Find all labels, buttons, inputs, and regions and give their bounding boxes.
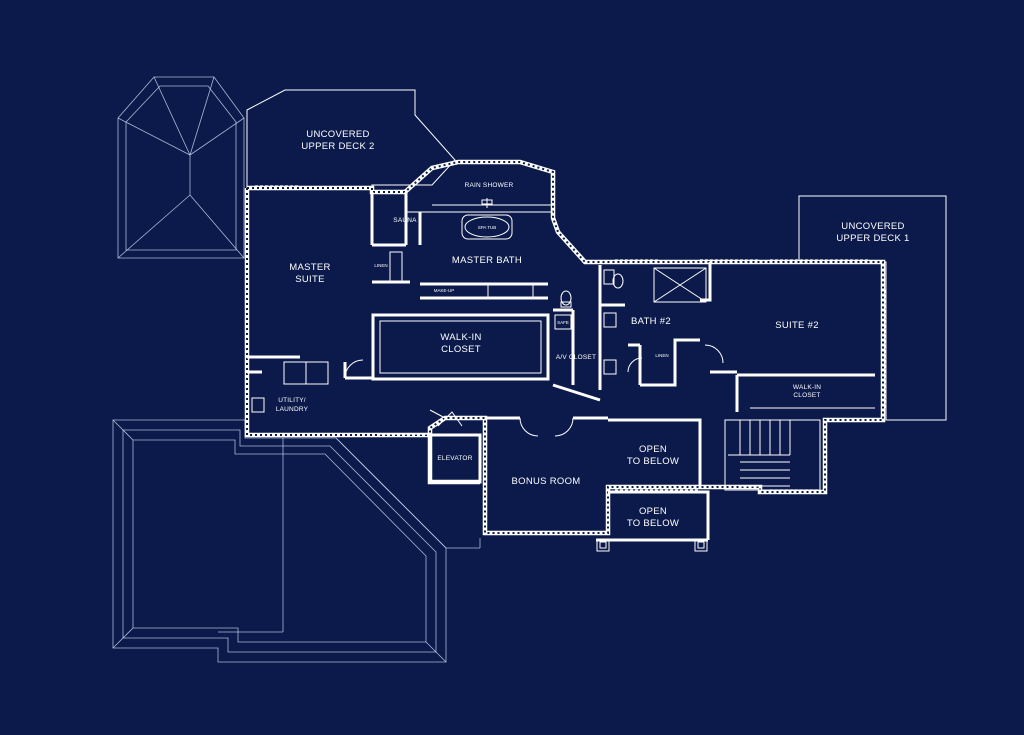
label-bonus-room: BONUS ROOM <box>512 476 581 487</box>
label-open-to-below-2-line1: OPEN <box>639 506 667 517</box>
toilet-icon <box>560 273 624 308</box>
label-open-to-below-1-line1: OPEN <box>639 444 667 455</box>
label-walk-in-closet-line1: WALK-IN <box>440 332 481 343</box>
spa-tub <box>461 214 513 240</box>
label-master-bath: MASTER BATH <box>452 255 522 266</box>
label-master-suite-line2: SUITE <box>295 274 324 285</box>
exterior-walls <box>244 159 886 536</box>
label-open-to-below-2-line2: TO BELOW <box>627 518 679 529</box>
shower-head-icon <box>481 198 493 208</box>
label-elevator: ELEVATOR <box>437 455 472 462</box>
label-safe: SAFE <box>557 320 569 325</box>
label-utility-laundry-line2: LAUNDRY <box>276 406 309 413</box>
room-labels: UNCOVERED UPPER DECK 2 MASTER SUITE RAIN… <box>276 129 910 529</box>
label-linen-bath-2: LINEN <box>655 353 668 358</box>
label-rain-shower: RAIN SHOWER <box>465 182 514 189</box>
label-utility-laundry-line1: UTILITY/ <box>278 397 306 404</box>
roof-hip-left <box>117 76 245 259</box>
tub-make-up <box>487 283 534 299</box>
label-sauna: SAUNA <box>393 217 417 224</box>
doors <box>255 185 886 491</box>
label-walk-in-closet-line2: CLOSET <box>441 344 481 355</box>
linen-shelf <box>389 251 403 283</box>
label-av-closet: A/V CLOSET <box>556 354 596 361</box>
label-upper-deck-1-line2: UPPER DECK 1 <box>836 233 909 244</box>
label-bath-2: BATH #2 <box>631 316 671 327</box>
label-upper-deck-1-line1: UNCOVERED <box>841 221 904 232</box>
roof-lower-left <box>112 419 481 663</box>
label-linen-master: LINEN <box>374 263 387 268</box>
label-make-up: MAKE-UP <box>434 288 455 293</box>
label-upper-deck-2-line1: UNCOVERED <box>306 129 369 140</box>
label-open-to-below-1-line2: TO BELOW <box>627 456 679 467</box>
label-suite-2: SUITE #2 <box>775 320 819 331</box>
label-spa-tub: SPA TUB <box>478 225 497 230</box>
label-walk-in-closet-2-line2: CLOSET <box>793 392 820 399</box>
label-master-suite-line1: MASTER <box>289 262 330 273</box>
label-walk-in-closet-2-line1: WALK-IN <box>793 384 821 391</box>
label-upper-deck-2-line2: UPPER DECK 2 <box>301 141 374 152</box>
